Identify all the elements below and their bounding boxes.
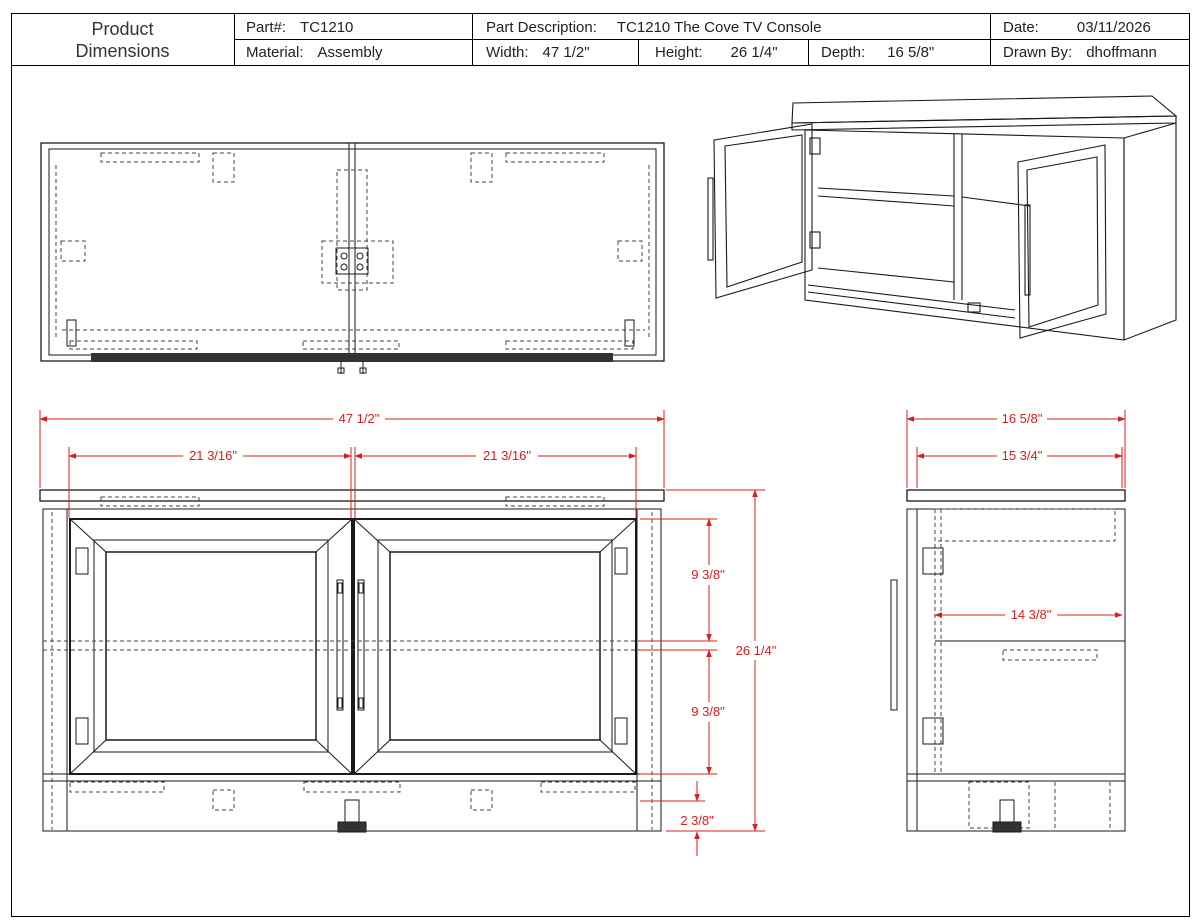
front-left-door <box>69 518 353 775</box>
iso-left-door <box>713 123 813 299</box>
title-divider <box>808 39 809 65</box>
left-door-panel <box>105 551 317 741</box>
front-top-panel <box>39 489 665 502</box>
width-field: Width: 47 1/2" <box>486 42 590 62</box>
depth-value: 16 5/8" <box>887 43 935 61</box>
iso-left-door-handle <box>707 177 714 261</box>
iso-right-door-handle <box>1024 204 1031 296</box>
top-view-hidden-lines <box>55 152 650 350</box>
leg-clearance-dimension: 2 3/8" <box>680 813 714 828</box>
front-left-leg <box>42 508 68 832</box>
leveler-feet <box>337 361 367 374</box>
width-label: Width: <box>486 43 529 61</box>
overall-height-dimension: 26 1/4" <box>736 643 777 658</box>
front-hinges <box>75 547 628 745</box>
front-right-door <box>353 518 637 775</box>
iso-shelf <box>817 187 955 197</box>
height-field: Height: 26 1/4" <box>655 42 778 62</box>
part-description-label: Part Description: <box>486 18 597 36</box>
iso-leveler <box>967 302 981 313</box>
iso-hinge <box>809 231 821 249</box>
part-description-field: Part Description: TC1210 The Cove TV Con… <box>486 17 821 37</box>
material-label: Material: <box>246 43 304 61</box>
side-view <box>890 489 1126 833</box>
front-view <box>39 489 665 833</box>
overall-width-dimension: 47 1/2" <box>339 411 380 426</box>
front-leveler <box>337 799 367 833</box>
iso-body-front <box>804 129 1125 341</box>
drawing-title: Product Dimensions <box>11 16 234 64</box>
height-value: 26 1/4" <box>730 43 778 61</box>
drawing-sheet-border <box>11 13 1190 917</box>
lower-opening-dimension: 9 3/8" <box>691 704 725 719</box>
iso-right-door-panel <box>1026 156 1099 328</box>
title-block: Product Dimensions Part#: TC1210 Materia… <box>11 13 1190 66</box>
drawing-title-line-1: Product <box>91 19 154 39</box>
depth-label: Depth: <box>821 43 866 61</box>
inner-depth-dimension: 15 3/4" <box>1002 448 1043 463</box>
date-field: Date: 03/11/2026 <box>1003 17 1151 37</box>
iso-top-edge <box>791 115 1177 131</box>
part-number-field: Part#: TC1210 <box>246 17 353 37</box>
side-handle <box>890 579 898 711</box>
part-number-label: Part#: <box>246 18 287 36</box>
part-description-value: TC1210 The Cove TV Console <box>616 18 822 36</box>
overall-depth-dimension: 16 5/8" <box>1002 411 1043 426</box>
extension-lines <box>39 410 1126 832</box>
title-divider <box>234 39 1190 40</box>
shelf-depth-dimension: 14 3/8" <box>1011 607 1052 622</box>
isometric-view <box>707 95 1178 341</box>
side-hidden-lines <box>934 508 1116 830</box>
top-view-outline <box>40 142 665 362</box>
top-view-leveler-rail <box>91 353 613 362</box>
drawn-by-field: Drawn By: dhoffmann <box>1003 42 1157 62</box>
left-door-width-dimension: 21 3/16" <box>189 448 237 463</box>
width-value: 47 1/2" <box>542 43 590 61</box>
drawing-title-line-2: Dimensions <box>75 41 170 61</box>
iso-base-rail <box>807 291 1016 319</box>
hinge-detail <box>66 247 635 347</box>
front-right-leg <box>636 508 662 832</box>
date-value: 03/11/2026 <box>1076 18 1151 36</box>
depth-field: Depth: 16 5/8" <box>821 42 934 62</box>
part-number-value: TC1210 <box>300 18 354 36</box>
drawn-by-label: Drawn By: <box>1003 43 1073 61</box>
height-label: Height: <box>655 43 703 61</box>
material-value: Assembly <box>317 43 383 61</box>
iso-right-door <box>1017 144 1107 339</box>
drawn-by-value: dhoffmann <box>1086 43 1157 61</box>
dimensions: 47 1/2" 21 3/16" 21 3/16" 26 1/4" 9 3/8"… <box>39 410 1126 856</box>
iso-left-door-panel <box>724 134 803 288</box>
top-view-inner-outline <box>48 148 657 356</box>
dimension-lines <box>39 416 1126 856</box>
side-top-panel <box>906 489 1126 502</box>
iso-bottom-shelf <box>817 267 955 283</box>
side-front-edge <box>906 508 918 832</box>
date-label: Date: <box>1003 18 1039 36</box>
door-handles <box>336 579 365 711</box>
side-body-outline <box>906 508 1126 832</box>
iso-shelf <box>817 195 955 207</box>
material-field: Material: Assembly <box>246 42 383 62</box>
right-door-panel <box>389 551 601 741</box>
iso-hinge <box>809 137 821 155</box>
right-door-width-dimension: 21 3/16" <box>483 448 531 463</box>
iso-body-side <box>1123 122 1177 341</box>
side-hinges <box>922 547 944 745</box>
side-leveler <box>992 799 1022 833</box>
top-view <box>40 142 665 374</box>
iso-shelf <box>961 196 1031 207</box>
front-hidden-lines <box>43 496 661 830</box>
title-divider <box>638 39 639 65</box>
upper-opening-dimension: 9 3/8" <box>691 567 725 582</box>
door-bevel-lines <box>69 518 637 775</box>
iso-base-rail <box>807 284 1016 311</box>
